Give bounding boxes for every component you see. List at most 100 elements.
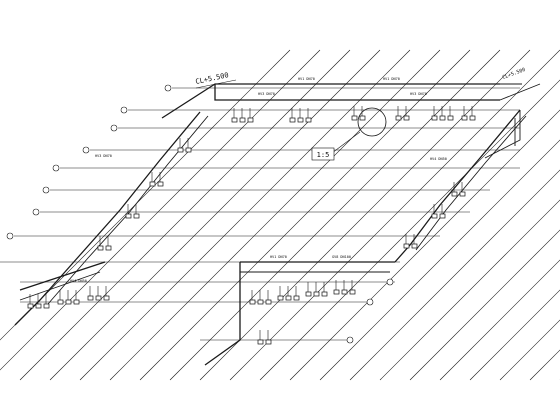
grid-line [469, 289, 560, 381]
fixture-cluster [403, 234, 418, 249]
grid-line [289, 109, 560, 381]
fixture-icon [333, 289, 340, 295]
fixture-icon [103, 295, 110, 301]
grid-line [109, 49, 441, 381]
fixture-icon [439, 213, 446, 219]
fixture-icon [313, 291, 320, 297]
fixture-icon [27, 303, 34, 309]
fixture-icon [447, 115, 454, 121]
fixture-icon [87, 295, 94, 301]
fixture-icon [349, 289, 356, 295]
pipe-tag: GV8 DN100 [332, 255, 351, 259]
axis-bubble-icon [32, 208, 40, 216]
pipe-tag: HV3 DN70 [410, 92, 427, 96]
fixture-icon [403, 115, 410, 121]
fixture-icon [257, 299, 264, 305]
elevation-labels: CL+5.500 CL+5.500 [195, 67, 527, 89]
fixture-cluster [431, 106, 454, 121]
fixture-cluster [333, 280, 356, 295]
grid-line [319, 139, 560, 381]
grid-line [409, 229, 560, 381]
pipe-tags: HV1 DN70 HV1 DN70 HV3 DN70 HV3 DN70 HV4 … [70, 77, 447, 283]
axis-bubble-icon [366, 298, 374, 306]
fixture-icon [265, 299, 272, 305]
fixture-icon [321, 291, 328, 297]
pipe-tag: HV4 DN50 [430, 157, 447, 161]
pipe-tag: HV1 DN70 [298, 77, 315, 81]
fixture-cluster [277, 286, 300, 301]
axis-bubble-icon [6, 232, 14, 240]
axis-bubble-icon [164, 84, 172, 92]
axis-bubble-icon [120, 106, 128, 114]
detail-callout: 1:5 [311, 107, 387, 161]
fixture-icon [35, 303, 42, 309]
fixture-cluster [257, 330, 272, 345]
fixture-icon [305, 291, 312, 297]
fixture-icon [157, 181, 164, 187]
axis-bubble-icon [386, 278, 394, 286]
fixture-icon [431, 213, 438, 219]
fixture-cluster [231, 108, 254, 123]
fixture-cluster [431, 204, 446, 219]
fixture-icon [231, 117, 238, 123]
fixture-icon [431, 115, 438, 121]
fixture-icon [65, 299, 72, 305]
fixture-cluster [395, 106, 410, 121]
grid-line [349, 169, 560, 381]
fixture-icon [125, 213, 132, 219]
grid-line [79, 49, 411, 381]
grid-line [439, 259, 560, 381]
fixture-icon [297, 117, 304, 123]
lower-left-manifold [19, 261, 106, 301]
axis-bubble-icon [52, 164, 60, 172]
pipe-tag: HV4 DN50 [70, 279, 87, 283]
fixture-icon [249, 299, 256, 305]
axis-bubble-icon [346, 336, 354, 344]
fixture-groups [27, 106, 476, 345]
fixture-cluster [149, 172, 164, 187]
fixture-icon [43, 303, 50, 309]
fixture-icon [73, 299, 80, 305]
grid-line [19, 49, 351, 381]
grid-line [139, 49, 471, 381]
pipe-tag: HV3 DN70 [258, 92, 275, 96]
fixture-cluster [451, 182, 466, 197]
fixture-icon [395, 115, 402, 121]
axis-bubble-icon [42, 186, 50, 194]
fixture-cluster [97, 236, 112, 251]
grid-line [379, 199, 560, 381]
pipe-tag: HV1 DN70 [270, 255, 287, 259]
fixture-cluster [57, 290, 80, 305]
fixture-icon [341, 289, 348, 295]
fixture-cluster [177, 138, 192, 153]
elevation-label-right: CL+5.500 [502, 67, 527, 81]
fixture-icon [239, 117, 246, 123]
fixture-icon [57, 299, 64, 305]
fixture-cluster [249, 290, 272, 305]
fixture-icon [403, 243, 410, 249]
fixture-icon [285, 295, 292, 301]
fixture-icon [149, 181, 156, 187]
fixture-icon [305, 117, 312, 123]
fixture-icon [461, 115, 468, 121]
grid-line [0, 49, 321, 371]
fixture-icon [133, 213, 140, 219]
fixture-icon [247, 117, 254, 123]
fixture-icon [265, 339, 272, 345]
fixture-icon [185, 147, 192, 153]
axis-bubble-icon [110, 124, 118, 132]
pipe-tag: HV1 DN70 [383, 77, 400, 81]
fixture-icon [351, 115, 358, 121]
fixture-icon [439, 115, 446, 121]
fixture-cluster [305, 282, 328, 297]
fixture-icon [289, 117, 296, 123]
fixture-icon [411, 243, 418, 249]
grid-line [169, 49, 501, 381]
left-riser-run [14, 111, 209, 326]
fixture-icon [105, 245, 112, 251]
fixture-icon [95, 295, 102, 301]
fixture-icon [359, 115, 366, 121]
fixture-icon [97, 245, 104, 251]
fixture-cluster [87, 286, 110, 301]
detail-marker-text: 1:5 [317, 151, 330, 159]
